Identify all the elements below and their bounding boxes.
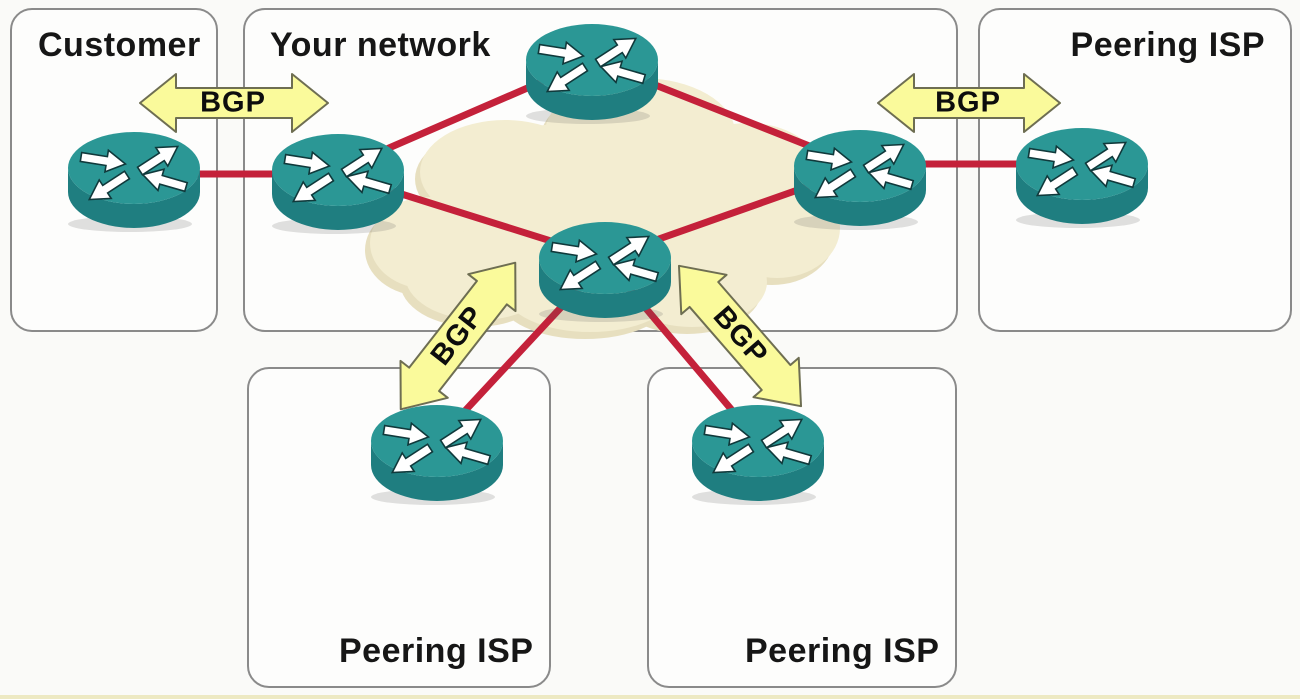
bgp-arrow-left <box>139 73 329 133</box>
bgp-label-left: BGP <box>200 86 266 119</box>
region-your-network-label: Your network <box>270 26 491 64</box>
peering-isp-bottom-left-router-icon <box>370 404 504 506</box>
bgp-arrow-bottom-left <box>399 261 517 411</box>
bottom-edge-strip <box>0 695 1300 699</box>
your-network-bottom-router-icon <box>538 221 672 323</box>
region-peering-isp-bottom-left-label: Peering ISP <box>339 632 534 670</box>
bgp-arrow-right <box>877 73 1061 133</box>
peering-isp-bottom-right-router-icon <box>691 404 825 506</box>
region-peering-isp-right-label: Peering ISP <box>1070 26 1265 64</box>
bgp-label-right: BGP <box>935 86 1001 119</box>
bgp-arrow-bottom-right <box>677 264 803 408</box>
your-network-top-router-icon <box>525 23 659 125</box>
your-network-right-router-icon <box>793 129 927 231</box>
region-peering-isp-bottom-right-label: Peering ISP <box>745 632 940 670</box>
region-customer-label: Customer <box>38 26 201 64</box>
your-network-left-router-icon <box>271 133 405 235</box>
peering-isp-right-router-icon <box>1015 127 1149 229</box>
customer-router-icon <box>67 131 201 233</box>
